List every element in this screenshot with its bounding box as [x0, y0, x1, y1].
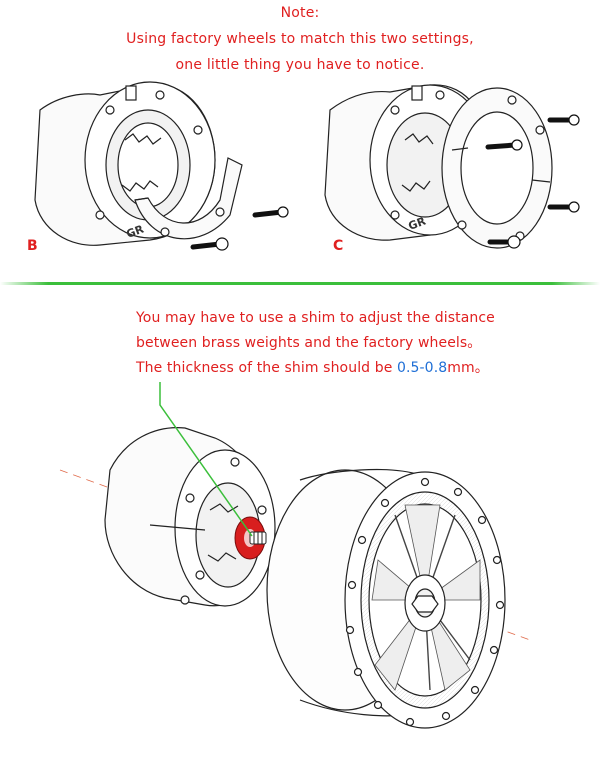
axle-stub	[249, 531, 267, 545]
shim-thickness-unit: mm。	[447, 360, 489, 376]
panel-c-hub-illustration	[324, 84, 553, 249]
note-title: Note:	[280, 5, 320, 21]
panel-c-bolt-top	[547, 114, 580, 126]
panel-c-bolt-right	[547, 201, 580, 213]
panel-c-label: C	[333, 238, 344, 254]
panel-b-hub-illustration	[34, 81, 243, 246]
panel-b-label: B	[27, 238, 38, 254]
shim-note-line-3: The thickness of the shim should be 0.5-…	[136, 356, 556, 381]
callout-pointer-line	[159, 382, 253, 537]
panel-b-bolt-upper	[252, 206, 289, 218]
assembly-hub-illustration	[104, 427, 276, 607]
panel-b-brand-emboss: GR	[125, 222, 146, 240]
panel-c-bolt-middle-left	[485, 139, 523, 151]
factory-wheel-illustration	[266, 468, 506, 729]
shim-thickness-value: 0.5-0.8	[396, 360, 448, 376]
note-line-2: one little thing you have to notice.	[175, 57, 425, 73]
section-divider	[0, 282, 600, 285]
panel-b-bolt-lower	[190, 237, 229, 251]
shim-thickness-prefix: The thickness of the shim should be	[136, 360, 397, 376]
shim-note: You may have to use a shim to adjust the…	[136, 306, 556, 381]
note-header: Note: Using factory wheels to match this…	[0, 0, 600, 78]
note-line-1: Using factory wheels to match this two s…	[126, 31, 474, 47]
shim-note-line-1: You may have to use a shim to adjust the…	[136, 310, 495, 326]
shim-note-line-2: between brass weights and the factory wh…	[136, 335, 482, 351]
panel-c-brand-emboss: GR	[407, 214, 428, 232]
panel-c-bolt-bottom	[487, 235, 521, 249]
